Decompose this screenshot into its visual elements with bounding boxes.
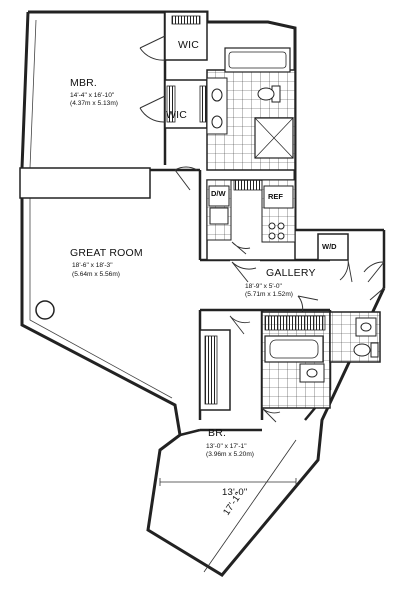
- refrigerator: [263, 185, 294, 209]
- wic-top-label: WIC: [178, 39, 200, 51]
- gallery-dim-m: (5.71m x 1.52m): [245, 291, 294, 298]
- sink-icon: [211, 88, 223, 102]
- toilet-icon: [353, 343, 371, 357]
- great-room-dim-m: (5.64m x 5.56m): [72, 271, 121, 278]
- column-circle: [35, 300, 55, 320]
- kitchen-sink: [209, 207, 229, 225]
- dishwasher-label: D/W: [211, 189, 226, 198]
- mbr-dim-m: (4.37m x 5.13m): [70, 100, 119, 107]
- br-dim-m: (3.96m x 5.20m): [206, 451, 255, 458]
- refrigerator-label: REF: [268, 192, 283, 201]
- gallery-dim-ft: 18'-9" x 5'-0": [245, 283, 282, 290]
- dishwasher: [208, 185, 230, 207]
- great-room-name: GREAT ROOM: [70, 247, 143, 259]
- washer-dryer-label: W/D: [322, 242, 337, 251]
- great-room-dim-ft: 18'-6" x 18'-3": [72, 262, 113, 269]
- burner-icon: [277, 232, 285, 240]
- sink-icon: [211, 115, 223, 129]
- mbr-room-name: MBR.: [70, 77, 98, 89]
- burner-icon: [268, 222, 276, 230]
- br-dim-ft: 13'-0" x 17'-1": [206, 443, 247, 450]
- burner-icon: [277, 222, 285, 230]
- wic-bottom-label: WIC: [166, 109, 188, 121]
- toilet-icon: [257, 87, 275, 101]
- gallery-name: GALLERY: [266, 267, 316, 279]
- second-bath: [261, 311, 381, 409]
- br-dimension-lines: [159, 439, 297, 573]
- burner-icon: [268, 232, 276, 240]
- br-width-label: 13'-0": [222, 487, 248, 498]
- mbr-dim-ft: 14'-4" x 16'-10": [70, 92, 115, 99]
- washer-dryer-closet: [317, 233, 349, 261]
- master-bath: [206, 47, 296, 171]
- sink-icon: [306, 368, 318, 378]
- kitchen: [206, 179, 296, 261]
- sink-icon: [360, 322, 372, 332]
- br-room-name: BR.: [208, 427, 227, 439]
